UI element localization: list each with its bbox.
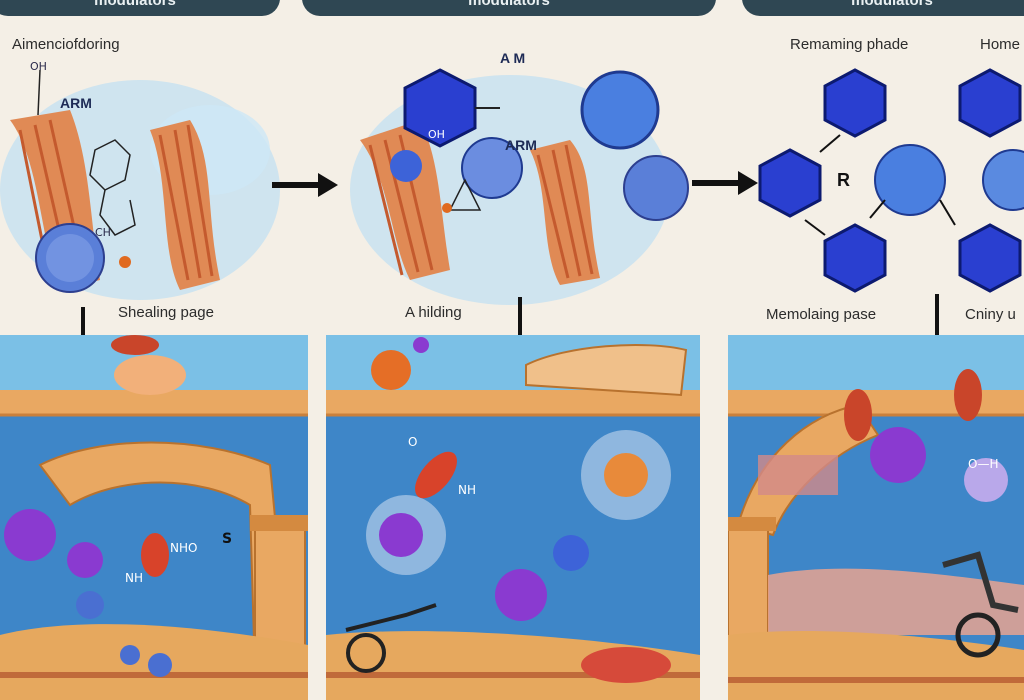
tissue-illustration-3 [728, 335, 1024, 700]
bottom-label-3: NH [125, 571, 143, 585]
tab-modulators-3: modulators [742, 0, 1024, 16]
bottom-label-5: O [408, 435, 418, 449]
tab-label: modulators [94, 0, 176, 9]
tab-modulators-1: modulators [0, 0, 280, 16]
bottom-label-2: S [222, 531, 233, 547]
chem-label-oh: OH [30, 60, 47, 73]
tissue-illustration-2 [326, 335, 700, 700]
panel-2-top: A M OH ARM [340, 40, 700, 330]
tab-modulators-2: modulators [302, 0, 716, 16]
bottom-label-6: O—H [968, 457, 999, 471]
panel-3-title: Remaming phade [790, 36, 909, 53]
tab-label: modulators [851, 0, 933, 9]
panel-1-title: Aimenciofdoring [12, 36, 120, 53]
hexagon-molecule [758, 148, 822, 218]
arrow-right-1 [272, 173, 338, 197]
tissue-illustration-1 [0, 335, 308, 700]
panel-2-illustration [350, 68, 689, 305]
phase-label-1: Shealing page [118, 304, 214, 321]
hexagon-molecule [823, 68, 887, 138]
chem-label-arm: ARM [60, 95, 92, 111]
bottom-label-1: NHO [170, 541, 198, 555]
hexagon-molecule [958, 223, 1022, 293]
hexagon-molecule [403, 68, 477, 148]
phase-label-2: A hilding [405, 304, 462, 321]
chem-label-r: R [837, 170, 850, 190]
panel-1-bottom: NHO S NH [0, 335, 308, 700]
hexagon-molecule [958, 68, 1022, 138]
chem-label-arm-2: ARM [505, 137, 537, 153]
phase-label-3b: Cniny u [965, 306, 1016, 323]
chem-label-oh-2: OH [428, 128, 445, 141]
panel-3-bottom: O—H [728, 335, 1024, 700]
arrow-right-2 [692, 171, 758, 195]
panel-3-illustration [758, 68, 1024, 293]
hexagon-molecule [823, 223, 887, 293]
bottom-label-4: NH [458, 483, 476, 497]
tab-label: modulators [468, 0, 550, 9]
panel-2-title: A M [500, 50, 526, 66]
panel-3-title-2: Home [980, 36, 1021, 53]
panel-1-top: Aimenciofdoring OH ARM CH [0, 36, 300, 330]
panel-1-illustration [0, 69, 280, 300]
chem-label-ch: CH [95, 226, 111, 239]
phase-label-3: Memolaing pase [766, 306, 877, 323]
panel-2-bottom: NH O [326, 335, 700, 700]
panel-3-top: Remaming phade Home R [745, 36, 1024, 330]
